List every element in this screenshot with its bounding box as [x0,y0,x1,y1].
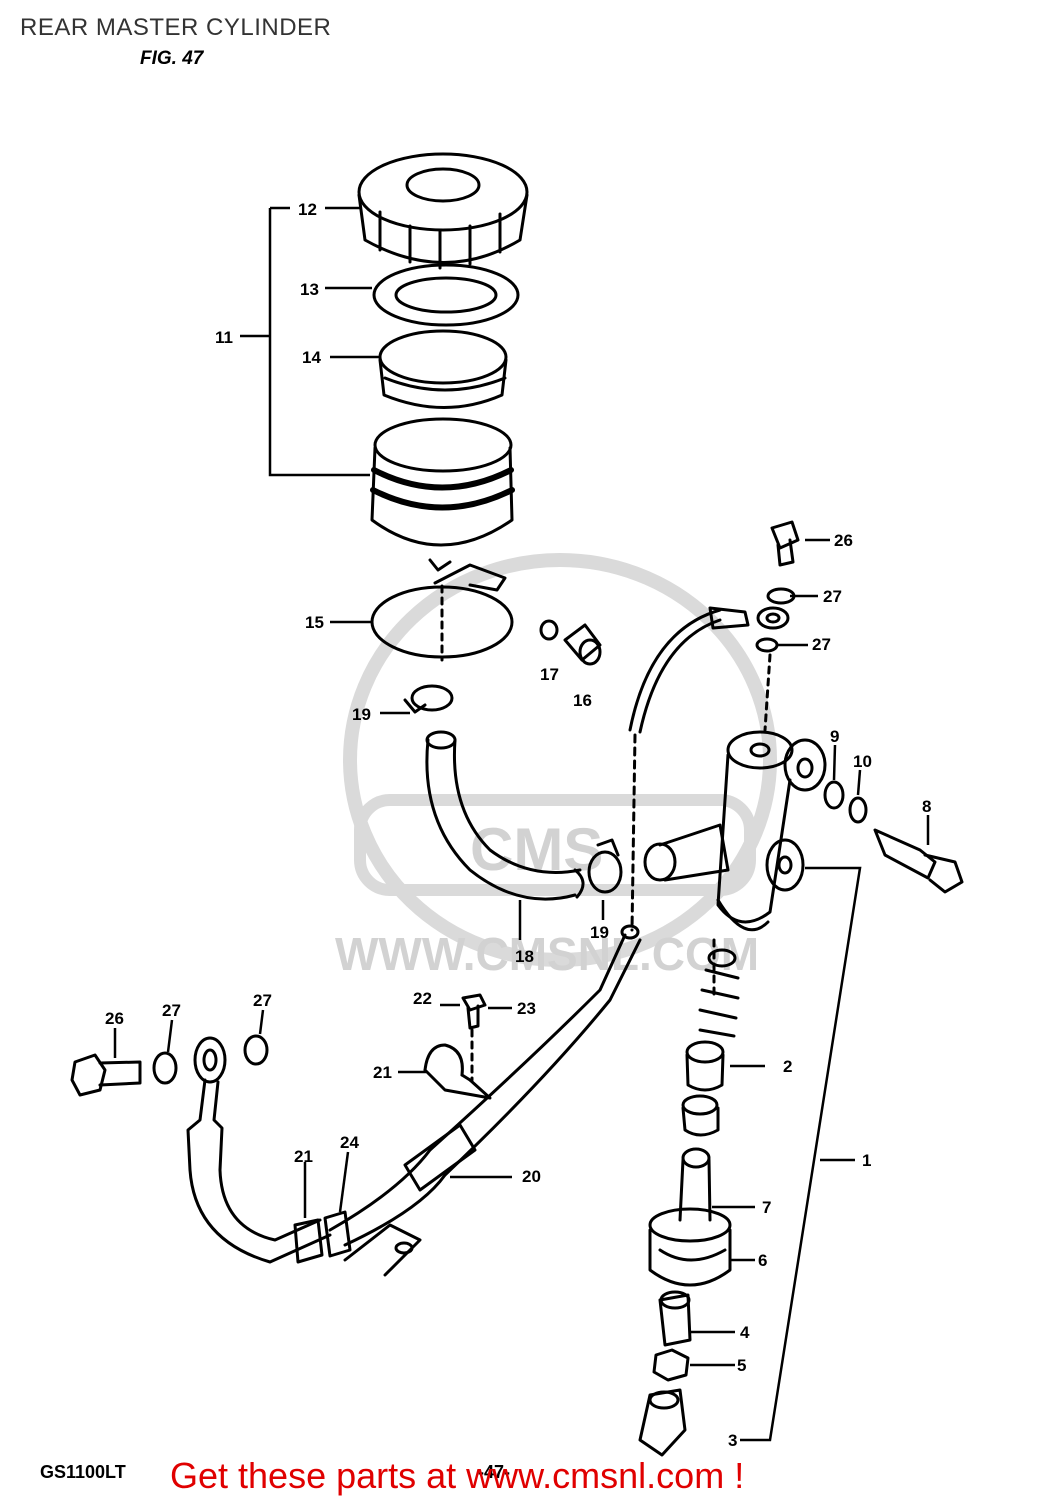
diaphragm-plate [372,263,520,327]
callout-27-top-a: 27 [823,587,842,606]
reservoir-cap [357,152,529,270]
gasket-left-b [243,1034,269,1066]
callout-16: 16 [573,691,592,710]
outlet-hose [628,606,790,932]
callout-10: 10 [853,752,872,771]
callout-3: 3 [728,1431,737,1450]
diaphragm [378,329,508,409]
callout-19-lower: 19 [590,923,609,942]
callout-2: 2 [783,1057,792,1076]
hose-clamp-top [403,684,454,714]
mounting-bolt [563,623,602,666]
callout-20: 20 [522,1167,541,1186]
callout-26-left: 26 [105,1009,124,1028]
lock-nut [652,1348,690,1382]
watermark-text: WWW.CMSNL.COM [335,928,759,980]
gasket-top-lower [755,637,779,653]
hose-bracket-lower [343,1223,422,1277]
callout-21-upper: 21 [373,1063,392,1082]
callout-15: 15 [305,613,324,632]
washer-9 [823,780,845,810]
banjo-bolt-top [770,520,800,567]
leader-lines [113,206,930,1442]
callout-13: 13 [300,280,319,299]
piston-spring [698,938,740,1038]
figure-label: FIG. 47 [140,48,204,69]
bracket-bolt [461,993,487,1082]
page-code: -47- [478,1462,511,1482]
washer-10 [848,796,868,824]
reservoir-body [370,417,515,572]
piston [681,1094,720,1137]
bolt-8 [873,828,964,894]
callout-5: 5 [737,1356,746,1375]
reservoir-band [370,563,514,662]
adjuster-rod [658,1290,692,1347]
callout-23: 23 [517,999,536,1018]
brake-hose [186,924,642,1264]
page-title: REAR MASTER CYLINDER [20,14,332,41]
hose-clamp-lower [587,838,623,894]
callout-6: 6 [758,1251,767,1270]
callout-labels: 12 13 14 11 15 17 16 19 18 19 26 27 27 9… [105,200,931,1450]
banjo-bolt-left [70,1053,142,1097]
callout-26-top: 26 [834,531,853,550]
dust-boot [648,1207,732,1287]
callout-27-top-b: 27 [812,635,831,654]
callout-24: 24 [340,1133,359,1152]
model-code: GS1100LT [40,1462,126,1482]
callout-18: 18 [515,947,534,966]
callout-8: 8 [922,797,931,816]
callout-7: 7 [762,1198,771,1217]
hose-bracket-upper [423,1043,492,1100]
callout-9: 9 [830,727,839,746]
callout-14: 14 [302,348,321,367]
callout-12: 12 [298,200,317,219]
washer [539,619,559,641]
callout-27-left-a: 27 [162,1001,181,1020]
watermark: CMS WWW.CMSNL.COM [335,553,777,980]
callout-22: 22 [413,989,432,1008]
callout-11: 11 [215,328,233,347]
callout-21-lower: 21 [294,1147,313,1166]
callout-4: 4 [740,1323,750,1342]
callout-1: 1 [862,1151,871,1170]
reservoir-hose [425,730,585,901]
piston-cup [685,1040,725,1092]
master-cylinder-body [643,730,827,932]
clevis [638,1388,687,1457]
callout-27-left-b: 27 [253,991,272,1010]
callout-19-top: 19 [352,705,371,724]
gasket-left-a [152,1051,178,1085]
callout-17: 17 [540,665,559,684]
get-parts-link[interactable]: Get these parts at www.cmsnl.com ! [170,1455,745,1496]
